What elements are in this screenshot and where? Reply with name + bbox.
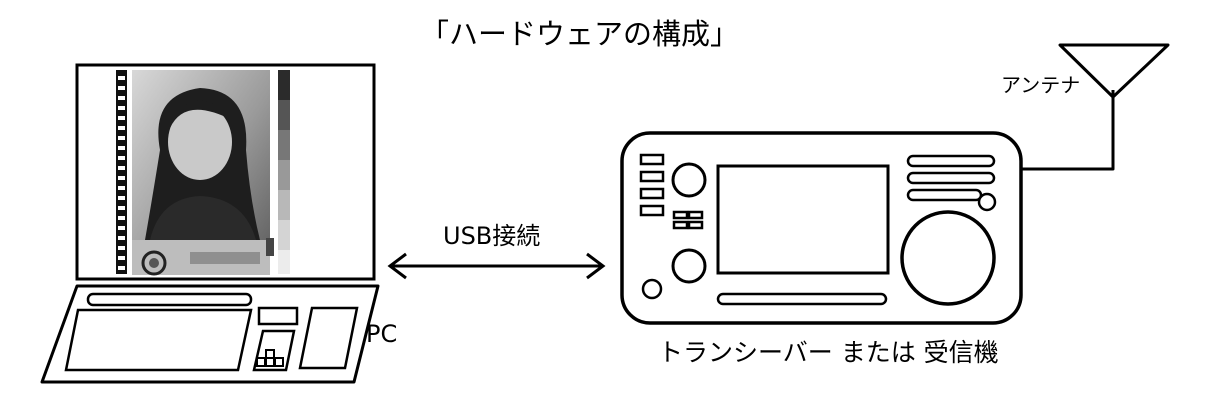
- power-button: [641, 278, 663, 300]
- pc-label: PC: [366, 320, 398, 348]
- radio-transceiver: [620, 131, 1023, 325]
- diagram-title: 「ハードウェアの構成」: [420, 17, 740, 51]
- antenna-label: アンテナ: [1001, 73, 1081, 97]
- usb-connection-label: USB接続: [443, 222, 541, 250]
- antenna: [1021, 43, 1170, 171]
- usb-connection-arrow: [387, 252, 606, 280]
- speaker-grille: [906, 154, 996, 202]
- radio-display: [716, 164, 890, 275]
- arrow-keys: [256, 349, 284, 367]
- laptop-pc: [40, 63, 380, 384]
- small-knob-bottom: [671, 248, 707, 284]
- small-knob-top: [671, 162, 707, 198]
- tuning-dial: [900, 210, 996, 306]
- radio-buttons: [639, 153, 704, 230]
- radio-label: トランシーバー または 受信機: [658, 338, 999, 367]
- front-slot: [716, 292, 888, 306]
- monitor-image: [116, 70, 290, 276]
